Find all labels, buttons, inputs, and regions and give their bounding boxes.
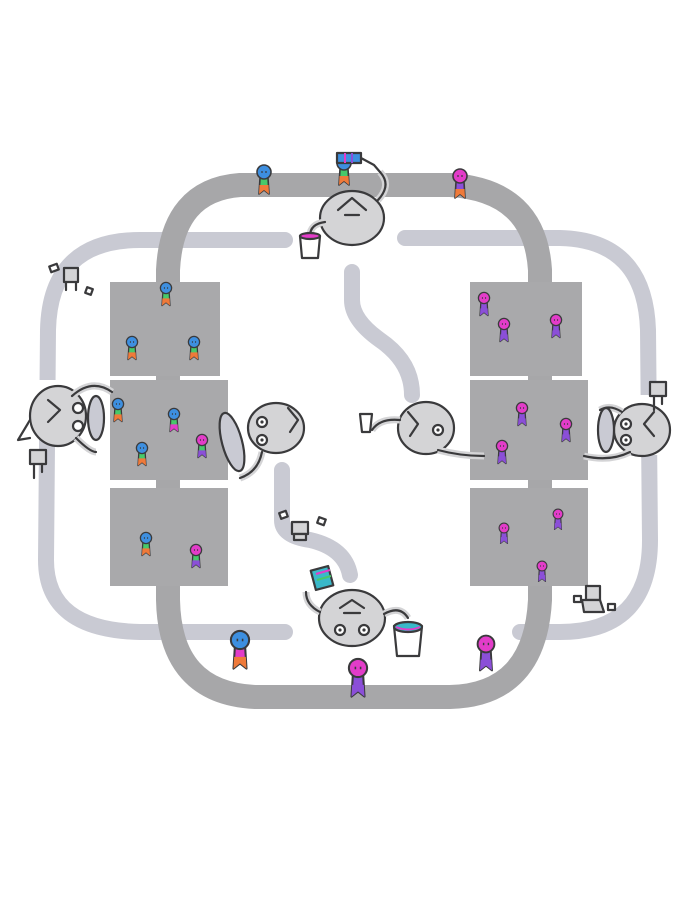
figure-left-mid-3 bbox=[195, 433, 209, 459]
flag-icon bbox=[358, 412, 374, 434]
figure-right-top-1 bbox=[477, 291, 491, 317]
robot-midright-body bbox=[396, 400, 456, 456]
robot-midleft-body bbox=[246, 401, 306, 455]
light-track-left bbox=[37, 232, 293, 640]
robot-bottom-panel bbox=[338, 598, 366, 615]
figure-right-mid-3 bbox=[495, 439, 509, 465]
robot-bottom-body bbox=[317, 588, 387, 648]
figure-left-top-block bbox=[159, 281, 173, 307]
paint-roller-icon bbox=[335, 151, 382, 174]
magnifying-glass-icon bbox=[218, 411, 246, 473]
main-dark-track bbox=[156, 173, 552, 709]
figure-bottom-center bbox=[347, 657, 369, 698]
block-left-middle bbox=[110, 380, 228, 480]
magnifying-glass-icon bbox=[596, 406, 616, 454]
light-track-center-top bbox=[344, 264, 420, 403]
robot-top-body bbox=[318, 189, 386, 247]
figure-left-bottom-1 bbox=[139, 531, 153, 557]
bystander-right-bottom bbox=[572, 584, 617, 614]
bystander-center bbox=[278, 509, 327, 542]
bystander-top-left bbox=[48, 262, 94, 296]
figures-layer bbox=[111, 155, 573, 698]
figure-top-center bbox=[336, 155, 352, 186]
robot-bottom-painter bbox=[302, 564, 424, 658]
left-block-column bbox=[110, 282, 228, 586]
figure-right-mid-1 bbox=[515, 401, 529, 427]
figure-right-bottom-2 bbox=[552, 508, 564, 530]
robot-midright-pointer bbox=[358, 400, 486, 460]
magnifying-glass-icon bbox=[86, 394, 106, 442]
robot-left-flag bbox=[16, 418, 32, 442]
paint-bucket-icon bbox=[392, 620, 424, 658]
figure-left-block-2 bbox=[187, 335, 201, 361]
figure-right-bottom-1 bbox=[498, 522, 510, 544]
bystander-left bbox=[28, 448, 48, 480]
figure-left-held bbox=[111, 397, 125, 423]
figure-left-block-1 bbox=[125, 335, 139, 361]
figure-bottom-right bbox=[476, 634, 496, 672]
outer-light-track bbox=[37, 230, 659, 640]
robot-midleft-inspector bbox=[218, 401, 306, 482]
light-track-center-bottom bbox=[274, 462, 358, 583]
figure-left-mid-2 bbox=[135, 441, 149, 467]
figure-left-bottom-2 bbox=[189, 543, 203, 569]
right-block-column bbox=[470, 282, 588, 586]
figure-right-top-2 bbox=[497, 317, 511, 343]
robot-top-panel bbox=[336, 196, 368, 217]
robot-left-body bbox=[28, 384, 88, 448]
paint-bucket-icon bbox=[298, 231, 322, 260]
figure-right-mid-2 bbox=[559, 417, 573, 443]
figure-top-right bbox=[452, 168, 468, 199]
paint-roller-icon bbox=[309, 564, 335, 592]
bystander-right-top bbox=[648, 380, 668, 412]
block-right-bottom bbox=[470, 488, 588, 586]
figure-right-top-3 bbox=[549, 313, 563, 339]
robot-top-painter bbox=[298, 151, 389, 260]
figure-left-mid-1 bbox=[167, 407, 181, 433]
robot-left-inspector bbox=[16, 382, 115, 456]
block-left-bottom bbox=[110, 488, 228, 586]
figure-bottom-left bbox=[229, 629, 251, 670]
block-right-middle bbox=[470, 380, 588, 480]
figure-top-left bbox=[256, 164, 272, 195]
figure-right-bottom-3 bbox=[536, 560, 548, 582]
robot-right-inspector bbox=[582, 402, 672, 462]
